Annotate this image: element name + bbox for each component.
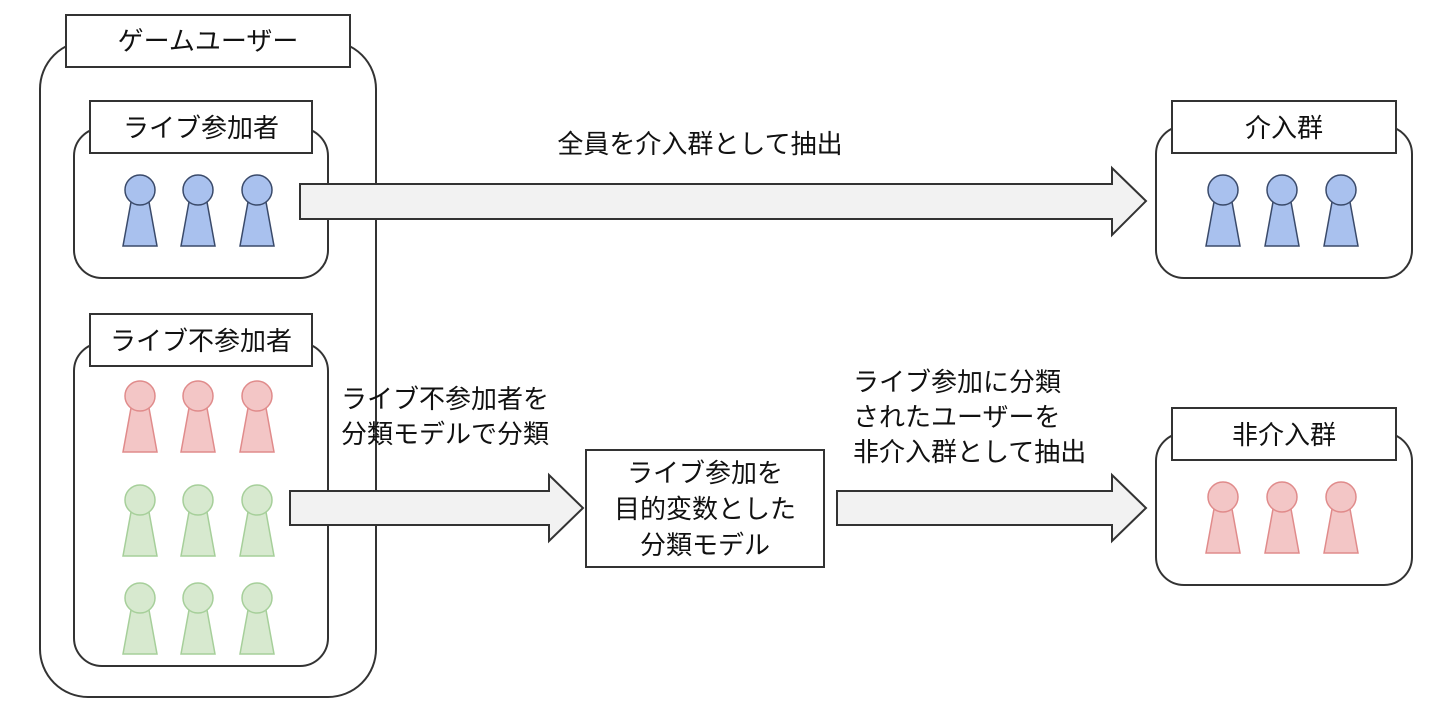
classifier-box [585,449,825,568]
live-non-participants-label: ライブ不参加者 [110,327,292,357]
person-head [124,380,156,412]
intervention-label: 介入群 [1245,114,1323,144]
game-users-label: ゲームユーザー [118,27,299,57]
person-icon-group [122,174,275,247]
person-icon [239,174,275,247]
person-icon [122,582,158,655]
person-head [241,582,273,614]
person-icon [1205,174,1241,247]
edge-label-intervention: 全員を介入群として抽出 [557,130,842,160]
person-icon [180,582,216,655]
person-head [1266,481,1298,513]
person-head [124,582,156,614]
person-head [241,174,273,206]
person-icon [122,484,158,557]
arrow-to-non-intervention [836,472,1148,544]
person-icon [180,484,216,557]
edge-label-classify-line2: 分類モデルで分類 [341,420,549,450]
person-icon-group [122,380,275,453]
classifier-label-line3: 分類モデル [640,531,770,561]
classifier-label-line1: ライブ参加を [627,459,783,489]
person-head [182,582,214,614]
person-head [241,380,273,412]
person-icon [239,484,275,557]
person-icon [239,380,275,453]
person-icon [1205,481,1241,554]
person-icon-group [122,582,275,655]
person-head [182,174,214,206]
person-head [1207,174,1239,206]
edge-label-classify-line1: ライブ不参加者を [341,385,549,415]
person-icon-group [1205,174,1359,247]
person-head [1207,481,1239,513]
person-head [241,484,273,516]
person-icon [239,582,275,655]
edge-label-extract-line2: されたユーザーを [853,403,1060,433]
edge-label-extract-line1: ライブ参加に分類 [853,368,1061,398]
intervention-label-box [1171,100,1397,154]
person-icon [1323,481,1359,554]
person-head [1325,481,1357,513]
live-participants-label: ライブ参加者 [123,114,279,144]
classifier-label-line2: 目的変数とした [614,495,796,525]
edge-label-extract-line3: 非介入群として抽出 [853,438,1086,468]
person-icon [122,174,158,247]
person-head [124,484,156,516]
non-intervention-label-box [1171,407,1397,461]
arrow-to-classifier [289,472,585,544]
game-users-label-box [65,14,351,68]
person-icon [180,380,216,453]
person-head [1266,174,1298,206]
person-icon-group [122,484,275,557]
person-head [124,174,156,206]
person-head [1325,174,1357,206]
person-icon-group [1205,481,1359,554]
person-icon [1323,174,1359,247]
person-icon [1264,481,1300,554]
person-icon [180,174,216,247]
person-head [182,484,214,516]
live-participants-label-box [89,100,313,154]
live-non-participants-label-box [89,313,313,367]
person-head [182,380,214,412]
person-icon [1264,174,1300,247]
arrow-to-intervention [299,165,1148,238]
person-icon [122,380,158,453]
non-intervention-label: 非介入群 [1232,421,1336,451]
